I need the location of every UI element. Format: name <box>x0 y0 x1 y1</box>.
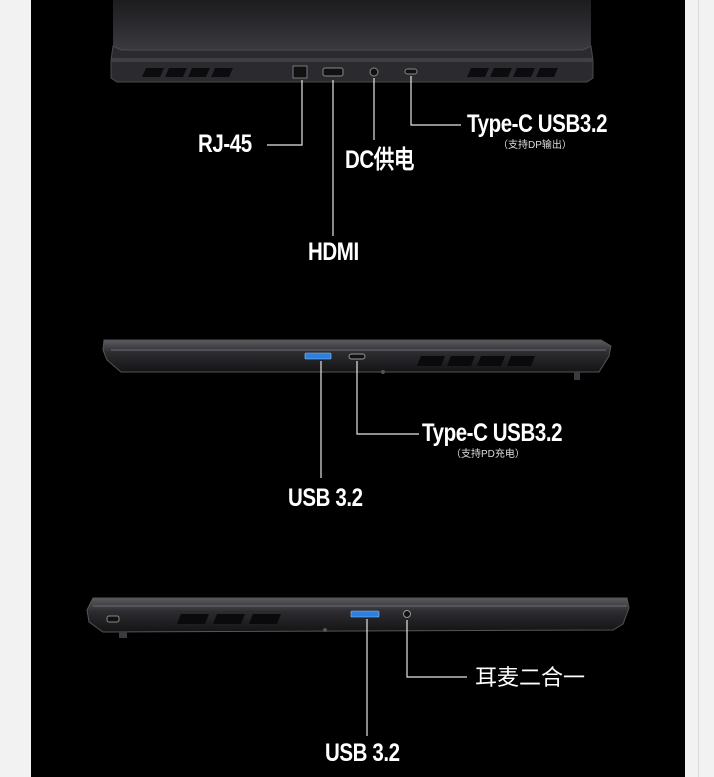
laptop-left-side-view <box>86 597 630 638</box>
ports-infographic: RJ-45 HDMI DC供电 Type-C USB3.2 （支持DP输出） T… <box>31 0 685 777</box>
audio-combo-label: 耳麦二合一 <box>475 665 586 690</box>
kensington-lock-slot <box>106 615 120 623</box>
rj45-port <box>292 65 308 79</box>
rj45-label: RJ-45 <box>198 130 252 158</box>
side-typec-port <box>348 353 366 360</box>
left-usb-port <box>350 610 380 618</box>
middle-leader-lines <box>320 361 419 478</box>
left-usb-label: USB 3.2 <box>325 739 400 767</box>
side-usb-port <box>304 352 332 360</box>
side-usb-label: USB 3.2 <box>288 484 363 512</box>
side-vent <box>417 356 535 366</box>
laptop-right-side-view <box>102 339 612 380</box>
laptop-illustrations <box>86 0 630 736</box>
laptop-rear-view <box>110 0 594 83</box>
page-edge-divider <box>698 0 699 777</box>
dc-power-label: DC供电 <box>345 146 414 174</box>
dc-port <box>369 67 379 77</box>
rear-vent-left <box>142 68 233 77</box>
side-typec-note: （支持PD充电） <box>451 449 525 460</box>
bottom-leader-lines <box>366 619 467 736</box>
hdmi-port <box>322 67 344 77</box>
rear-typec-label: Type-C USB3.2 <box>467 110 608 138</box>
audio-jack <box>403 610 411 618</box>
side-typec-label: Type-C USB3.2 <box>422 419 563 447</box>
rear-vent-right <box>467 68 558 77</box>
rear-typec-port <box>404 68 418 75</box>
rear-typec-note: （支持DP输出） <box>498 140 572 151</box>
left-side-vent <box>177 614 281 624</box>
top-leader-lines <box>267 76 461 236</box>
hdmi-label: HDMI <box>308 238 359 266</box>
